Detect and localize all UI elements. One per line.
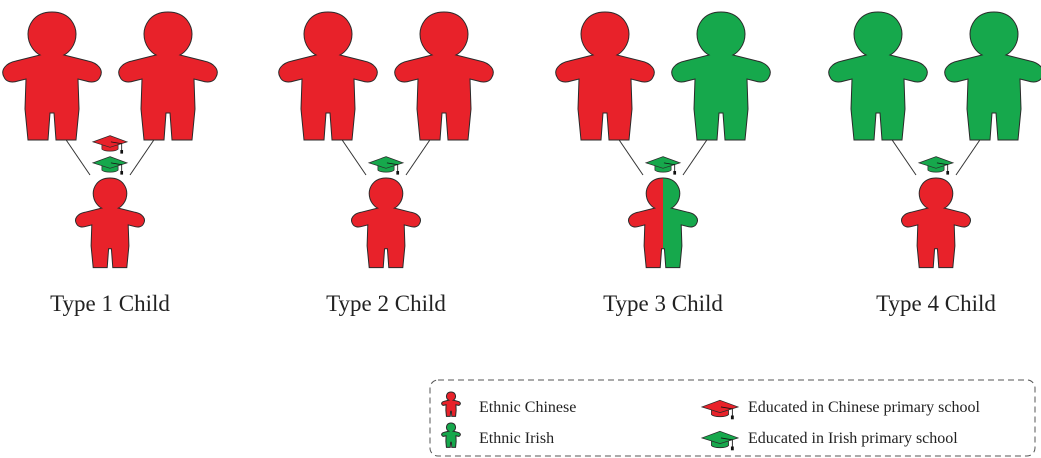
cap-tassel-end — [120, 171, 124, 175]
child-person-icon — [75, 177, 145, 269]
cap-board — [700, 430, 740, 445]
parent-left-person-icon — [278, 11, 378, 141]
family-group-2 — [278, 11, 494, 269]
person-body — [278, 11, 378, 141]
child-person-icon — [628, 177, 698, 269]
person-body — [828, 11, 928, 141]
cap-tassel-end — [730, 415, 734, 420]
family-group-4 — [828, 11, 1041, 269]
cap-tassel-end — [120, 150, 124, 154]
child-person-icon — [351, 177, 421, 269]
cap-tassel-end — [396, 171, 400, 175]
cap-tassel-end — [730, 446, 734, 451]
type-3-label: Type 3 Child — [603, 291, 723, 316]
parent-left-person-icon — [828, 11, 928, 141]
person-body — [901, 177, 971, 269]
person-body — [118, 11, 218, 141]
legend-graduation-cap-icon-irish — [700, 430, 740, 451]
legend-label-ethnic-chinese: Ethnic Chinese — [479, 399, 576, 416]
cap-tassel — [110, 141, 123, 151]
cap-tassel-end — [946, 171, 950, 175]
legend-graduation-cap-icon-chinese — [700, 399, 740, 420]
cap-board — [91, 135, 129, 148]
legend-label-ethnic-irish: Ethnic Irish — [479, 430, 554, 447]
parent-right-person-icon — [394, 11, 494, 141]
cap-tassel — [936, 162, 949, 172]
person-outline — [628, 177, 698, 269]
legend-person-icon-irish — [441, 422, 461, 448]
legend-icons — [441, 391, 740, 451]
cap-board — [367, 156, 405, 169]
cap-board — [91, 156, 129, 169]
person-body — [351, 177, 421, 269]
person-body — [2, 11, 102, 141]
graduation-cap-icon — [644, 156, 682, 175]
cap-board — [700, 399, 740, 414]
type-1-label: Type 1 Child — [50, 291, 170, 316]
person-body — [75, 177, 145, 269]
cap-tassel — [720, 406, 733, 417]
family-groups — [2, 11, 1041, 269]
legend-frame — [429, 379, 1036, 457]
parent-right-person-icon — [944, 11, 1041, 141]
cap-tassel — [663, 162, 676, 172]
person-left-half — [628, 178, 663, 268]
legend-person-icon-chinese — [441, 391, 461, 417]
parent-right-person-icon — [671, 11, 771, 141]
parent-left-person-icon — [2, 11, 102, 141]
type-2-label: Type 2 Child — [326, 291, 446, 316]
graduation-cap-icon — [91, 135, 129, 154]
person-body — [555, 11, 655, 141]
child-person-icon — [901, 177, 971, 269]
graduation-cap-icon — [91, 156, 129, 175]
cap-tassel — [110, 162, 123, 172]
graduation-cap-icon — [917, 156, 955, 175]
family-group-1 — [2, 11, 218, 269]
parent-left-person-icon — [555, 11, 655, 141]
person-body — [944, 11, 1041, 141]
cap-board — [644, 156, 682, 169]
type-4-label: Type 4 Child — [876, 291, 996, 316]
legend-label-chinese-school: Educated in Chinese primary school — [748, 399, 980, 416]
legend: Ethnic Chinese Ethnic Irish Educated in … — [429, 379, 1036, 457]
person-body — [671, 11, 771, 141]
person-body — [441, 391, 461, 417]
person-body — [441, 422, 461, 448]
person-right-half — [663, 178, 698, 268]
parent-right-person-icon — [118, 11, 218, 141]
cap-tassel — [386, 162, 399, 172]
person-body — [394, 11, 494, 141]
cap-tassel — [720, 437, 733, 448]
cap-tassel-end — [673, 171, 677, 175]
graduation-cap-icon — [367, 156, 405, 175]
legend-label-irish-school: Educated in Irish primary school — [748, 430, 958, 447]
cap-board — [917, 156, 955, 169]
family-group-3 — [555, 11, 771, 269]
